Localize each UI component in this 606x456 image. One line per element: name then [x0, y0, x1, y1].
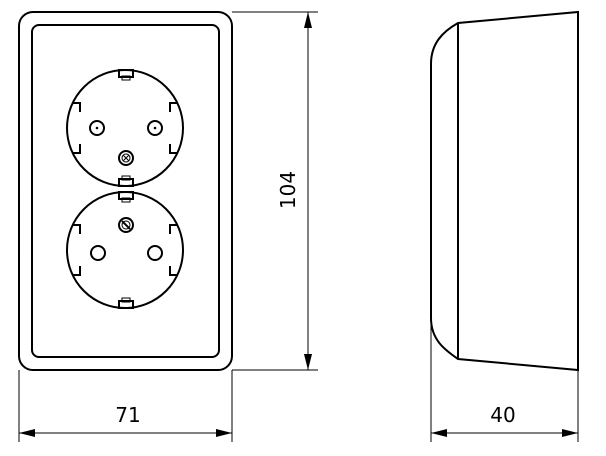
side-notch-left-lower-2 — [72, 266, 81, 276]
outer-frame — [18, 11, 233, 371]
pin-hole-left — [89, 120, 105, 136]
side-view — [430, 10, 579, 372]
earthing-clip-bottom-lower-inner — [121, 297, 131, 303]
arrow-down-icon — [304, 354, 312, 370]
pin-hole-right-dot — [153, 126, 157, 130]
pin-hole-left-2 — [90, 245, 106, 261]
side-notch-right-lower-2 — [169, 266, 178, 276]
arrow-right-icon — [562, 429, 578, 437]
side-notch-left-upper — [72, 102, 81, 112]
earthing-clip-bottom-upper — [118, 191, 134, 200]
pin-hole-right — [147, 120, 163, 136]
socket-bottom — [66, 191, 184, 309]
depth-dimension: 40 — [430, 318, 579, 442]
earthing-clip-top-lower-inner — [121, 175, 131, 181]
screw-icon — [118, 150, 134, 166]
side-notch-right-lower — [169, 144, 178, 154]
height-label: 104 — [276, 171, 300, 209]
side-notch-left-lower — [72, 144, 81, 154]
arrow-right-icon — [216, 429, 232, 437]
earthing-clip-top-upper-inner — [121, 75, 131, 81]
socket-top-outline — [66, 69, 184, 187]
pin-hole-left-dot — [95, 126, 99, 130]
side-notch-right-upper — [169, 102, 178, 112]
width-dimension: 71 — [18, 370, 233, 442]
front-view — [18, 11, 233, 371]
socket-top — [66, 69, 184, 187]
earthing-clip-top-lower — [118, 178, 134, 187]
arrow-left-icon — [19, 429, 35, 437]
arrow-left-icon — [431, 429, 447, 437]
side-notch-left-upper-2 — [72, 224, 81, 234]
earthing-clip-bottom-upper-inner — [121, 197, 131, 203]
socket-bottom-outline — [66, 191, 184, 309]
screw-icon — [118, 217, 134, 233]
height-dimension: 104 — [232, 11, 318, 371]
arrow-up-icon — [304, 12, 312, 28]
inner-frame — [31, 24, 220, 358]
side-notch-right-upper-2 — [169, 224, 178, 234]
pin-hole-right-2 — [147, 245, 163, 261]
width-label: 71 — [115, 403, 140, 427]
depth-label: 40 — [490, 403, 515, 427]
earthing-clip-bottom-lower — [118, 300, 134, 309]
side-profile — [430, 10, 579, 372]
earthing-clip-top-upper — [118, 69, 134, 78]
